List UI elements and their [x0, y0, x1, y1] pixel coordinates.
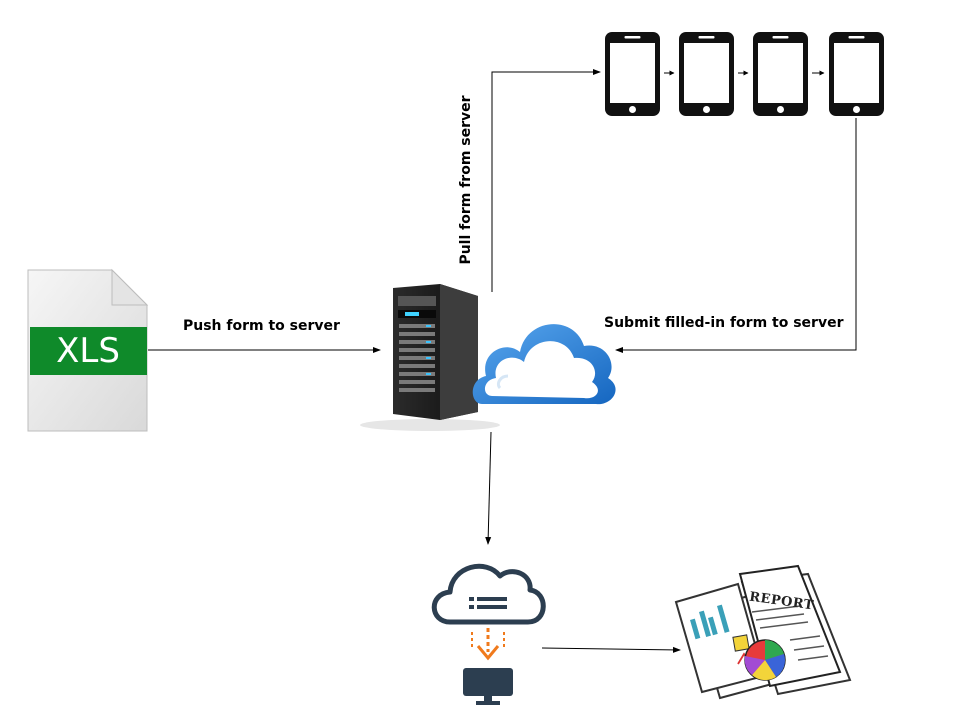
submit-form-label: Submit filled-in form to server — [604, 315, 844, 331]
smartphone-icon — [829, 32, 884, 116]
cloud-download-icon — [431, 563, 546, 705]
download-arrow — [485, 431, 492, 545]
smartphone-icon — [605, 32, 660, 116]
pull-form-label: Pull form from server — [458, 95, 474, 265]
cloud-icon — [472, 324, 616, 405]
pull-arrow — [491, 69, 601, 292]
report-documents-icon — [674, 564, 852, 700]
xls-file-icon — [27, 268, 149, 432]
smartphone-row — [605, 32, 884, 116]
server-tower-icon — [360, 284, 500, 431]
smartphone-icon — [753, 32, 808, 116]
report-arrow — [541, 646, 681, 653]
smartphone-icon — [679, 32, 734, 116]
submit-arrow — [615, 118, 857, 353]
push-form-label: Push form to server — [183, 318, 340, 334]
xls-file-label: XLS — [56, 331, 120, 371]
